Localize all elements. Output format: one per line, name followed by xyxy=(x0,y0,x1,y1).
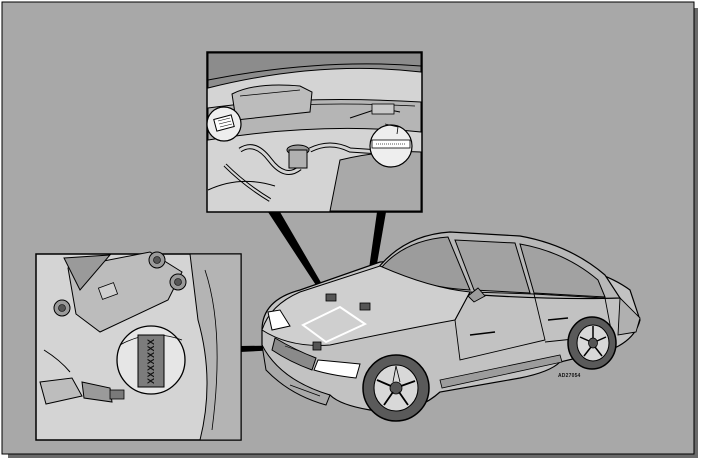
vin-plate xyxy=(137,334,165,388)
vin-location-inset xyxy=(35,251,242,441)
front-side-window xyxy=(454,239,531,294)
engine-bay-inset xyxy=(206,51,423,213)
vin-marking-text: XXXXXXX xyxy=(146,338,156,384)
rear-side-window xyxy=(519,243,606,298)
hood-location-marker xyxy=(301,305,368,344)
headlight-right xyxy=(313,359,361,379)
grille xyxy=(271,337,317,371)
leader-line-left xyxy=(268,212,330,299)
figure-code: AD27054 xyxy=(558,373,581,379)
headlight-left xyxy=(267,309,291,331)
car-illustration xyxy=(261,231,641,422)
